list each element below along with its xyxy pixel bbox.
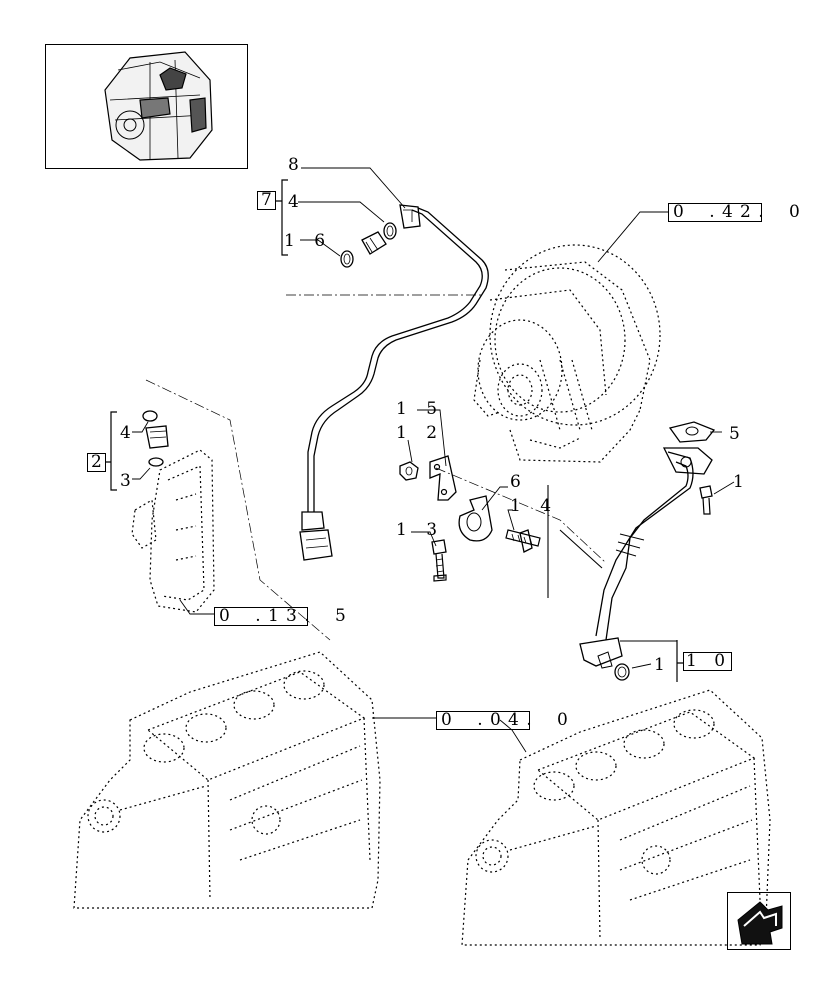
ref-2-box: 2 [87,453,106,472]
screw-13 [431,539,447,582]
ref-1-screw: 1 [733,472,751,492]
screw-14 [505,529,541,553]
engine-block-right [461,689,771,946]
ref-10-box: 1 0 [683,652,733,671]
oil-pipe-upper [299,204,489,561]
ref-4-pump: 4 [120,423,138,443]
union-pump [142,410,169,467]
ref-6: 6 [510,472,528,492]
bracket-15 [429,455,457,501]
ref-5: 5 [729,424,747,444]
screw-1 [699,485,713,515]
union-fitting [340,222,397,268]
crossref-turbo-box[interactable]: 0 . 2 [668,203,762,222]
crossref-pump-box[interactable]: 0 . 3 [214,607,308,626]
crossref-block-box[interactable]: 0 . 4 [436,711,530,730]
ref-7-box: 7 [257,191,276,210]
engine-thumbnail-frame [45,44,248,169]
ref-16: 1 6 [284,231,333,251]
nut-12 [399,461,419,481]
ref-13: 1 3 [396,520,445,540]
engine-thumbnail-icon [104,51,213,161]
ref-8: 8 [288,155,306,175]
oil-pump-cover [131,449,215,613]
engine-block-left [73,651,381,909]
ref-14: 1 4 [510,496,559,516]
next-page-button[interactable] [727,892,791,950]
crossref-block-trail: 0 . 0 [490,710,578,730]
crossref-turbo-trail: 4 . 0 [722,202,810,222]
clamp-6 [458,495,493,542]
gasket-5 [668,421,716,443]
ref-3: 3 [120,471,138,491]
ref-4-upper: 4 [288,192,306,212]
next-page-arrow-icon[interactable] [737,901,783,945]
ref-1-seal: 1 [654,655,672,675]
crossref-pump-trail: 1 . 5 [268,606,356,626]
ref-15: 1 5 [396,399,445,419]
turbocharger [473,244,661,463]
ref-12: 1 2 [396,423,445,443]
oil-pipe-return [579,447,713,669]
seal-ring-1 [614,663,630,681]
